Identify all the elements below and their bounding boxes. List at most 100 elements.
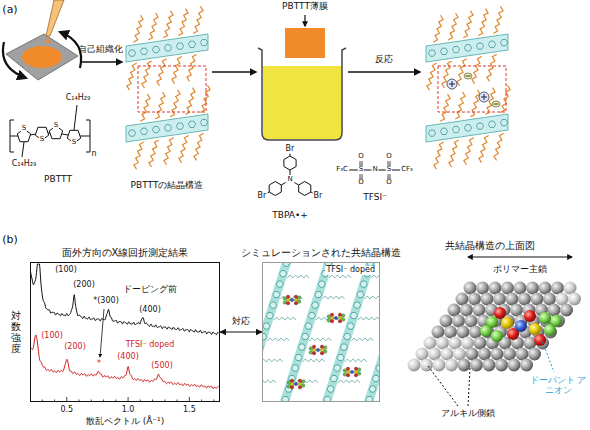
thiophene-ring	[488, 121, 495, 127]
backbone-layer	[126, 34, 208, 62]
thiophene-ring	[282, 397, 289, 402]
dopant-atom	[283, 301, 287, 305]
side-chain-bond	[74, 105, 77, 130]
process-arrow	[212, 71, 256, 73]
dopant-atom	[320, 351, 324, 355]
dopant-anion	[492, 101, 500, 107]
bond	[290, 170, 291, 175]
alkyl-chain	[345, 359, 367, 362]
thiophene-ring	[263, 323, 270, 329]
dopant-atom	[298, 379, 302, 383]
thiophene-ring	[305, 323, 312, 329]
backbone-atom	[495, 359, 508, 372]
thiophene-ring	[266, 313, 273, 319]
dopant-atom	[491, 330, 503, 342]
alkyl-chain	[178, 9, 188, 36]
thiophene-ring	[340, 344, 347, 350]
thiophene-ring	[315, 292, 322, 298]
dopant-atom	[550, 315, 562, 327]
panel-letter: (b)	[2, 234, 18, 246]
structure-tag: TFSI⁻ doped	[325, 266, 376, 275]
atom-label: Br	[285, 145, 296, 154]
alkyl-chain	[365, 296, 380, 299]
atom-label: S	[386, 166, 392, 174]
dopant-atom	[312, 348, 316, 352]
alkyl-chain	[427, 63, 437, 90]
backbone-atom	[483, 359, 496, 372]
charge-sign	[452, 81, 453, 87]
backbone-chain	[263, 263, 288, 401]
atom-label: S	[39, 136, 45, 144]
dopant-atom	[354, 367, 358, 371]
dopant-atom	[338, 319, 342, 323]
film-sample: PBTTT薄膜	[285, 28, 325, 58]
thiophene-ring	[164, 125, 171, 131]
alkyl-chain	[263, 401, 269, 402]
alkyl-chain	[434, 142, 444, 169]
side-chain-atom	[433, 359, 446, 372]
backbone-atom	[520, 359, 533, 372]
backbone-atom	[560, 304, 573, 317]
connector-arrow	[220, 331, 262, 332]
xrd-plot-frame: 面外方向のX線回折測定結果	[30, 262, 220, 402]
thiophene-ring	[347, 323, 354, 329]
thiophene-ring	[128, 130, 135, 136]
dopant-atom	[338, 313, 342, 317]
arrow-label: 反応	[375, 55, 393, 65]
dopant-atom	[290, 298, 294, 302]
atom-label: N	[371, 166, 378, 174]
alkyl-chain	[309, 338, 331, 341]
xrd-curve-pristine	[31, 264, 218, 335]
dopant-atom	[290, 379, 294, 383]
alkyl-chain	[464, 138, 474, 165]
alkyl-chain	[455, 92, 465, 119]
dopant-atom	[330, 316, 334, 320]
alkyl-chain	[487, 54, 497, 81]
peak-label: (100)	[55, 266, 77, 275]
bond	[281, 183, 285, 186]
thiophene-ring	[283, 263, 290, 266]
alkyl-chain	[134, 142, 144, 169]
callout-label: アルキル側鎖	[441, 409, 495, 419]
dopant-atom	[312, 345, 316, 349]
direction-label: ポリマー主鎖	[493, 265, 547, 275]
thiophene-ring	[176, 43, 183, 49]
spin-coating-illustration	[3, 0, 81, 80]
alkyl-chain	[457, 59, 467, 86]
atom-label: O	[385, 179, 393, 187]
atom-label: S	[53, 122, 59, 130]
alkyl-chain	[193, 6, 203, 33]
thiophene-ring	[464, 45, 471, 51]
peak-label: (100)	[41, 332, 63, 341]
dopant-atom	[297, 296, 301, 300]
structure-label: PBTTTの結晶構造	[131, 181, 204, 191]
alkyl-chain	[187, 54, 197, 81]
dopant-atom	[346, 373, 350, 377]
thiophene-ring	[344, 334, 351, 340]
dopant-atom	[480, 325, 492, 337]
thiophene-ring	[295, 355, 302, 361]
backbone-atom	[528, 348, 541, 361]
dopant-atom	[294, 295, 298, 299]
thiophene-ring	[324, 397, 331, 402]
dopant-atom	[501, 317, 513, 329]
dopant-atom	[316, 348, 320, 352]
dopant-atom	[534, 334, 546, 346]
charge-sign	[484, 94, 485, 100]
dopant-atom	[286, 295, 290, 299]
alkyl-chain	[449, 140, 459, 167]
alkyl-chain	[470, 90, 480, 117]
pipette	[46, 0, 64, 36]
alkyl-chain	[479, 136, 489, 163]
leader-line	[541, 338, 554, 372]
alkyl-chain	[331, 401, 353, 402]
dopant-atom	[350, 370, 354, 374]
compound-name: TFSI⁻	[363, 193, 387, 203]
dopant-atom	[287, 381, 291, 385]
direction-arrow	[468, 256, 572, 257]
dopant-atom	[330, 319, 334, 323]
dopant-atom	[283, 297, 287, 301]
bracket	[10, 120, 14, 152]
dopant-atom	[343, 369, 347, 373]
